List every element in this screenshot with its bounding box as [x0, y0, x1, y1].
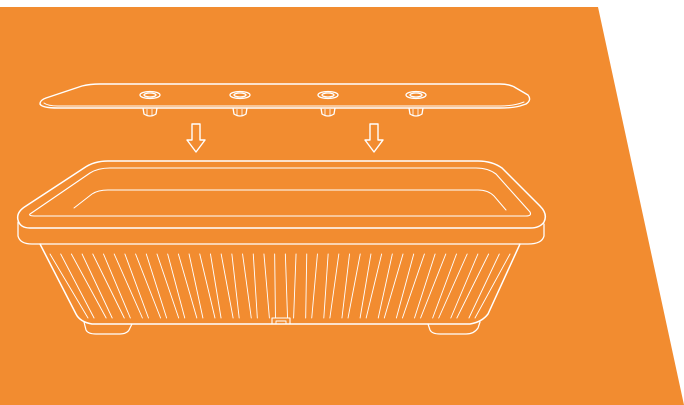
orange-background-panel [0, 7, 684, 405]
